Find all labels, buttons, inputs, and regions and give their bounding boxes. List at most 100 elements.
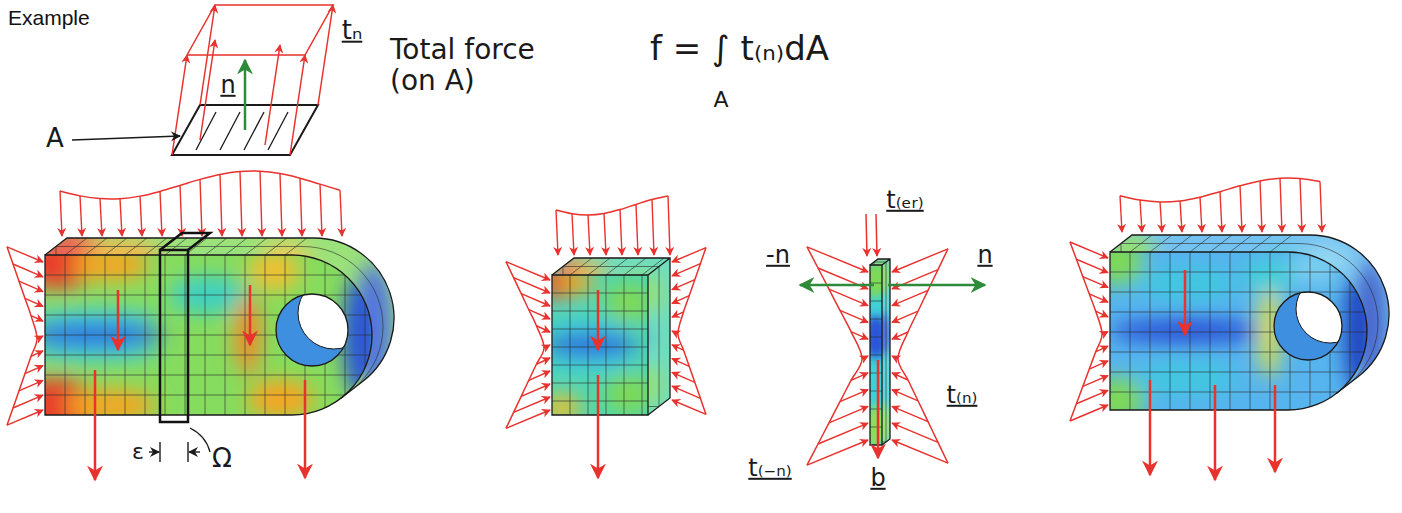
- surface-traction: [556, 196, 670, 255]
- mesh-line: [1170, 252, 1171, 410]
- outline: [1110, 252, 1367, 410]
- vector-label: b: [870, 465, 885, 491]
- vector-label: t₍ₑᵣ₎: [886, 187, 923, 213]
- traction-arrow: [1120, 196, 1122, 232]
- contour-patch: [864, 405, 888, 448]
- traction-arrow: [300, 178, 302, 236]
- traction-envelope: [678, 248, 706, 415]
- traction-arrow: [1096, 311, 1108, 317]
- traction-arrow: [620, 210, 622, 255]
- traction-arrow: [851, 332, 868, 340]
- vector-label: -n: [766, 242, 790, 268]
- traction-arrow: [672, 280, 695, 290]
- mesh-line: [1230, 252, 1231, 410]
- contour-patch: [248, 252, 300, 290]
- traction-arrow: [265, 45, 280, 145]
- traction-arrow: [829, 406, 868, 422]
- traction-arrow: [672, 400, 706, 414]
- traction-arrow: [1096, 346, 1108, 352]
- traction-arrow: [862, 356, 868, 359]
- surface-traction: [1120, 178, 1322, 232]
- traction-arrow: [1076, 390, 1108, 403]
- body-force-arrow: [1184, 270, 1187, 335]
- traction-arrow: [672, 359, 689, 367]
- traction-arrow: [31, 316, 43, 322]
- surface-traction: [807, 247, 868, 465]
- traction-arrow: [892, 373, 908, 380]
- hole-opening: [298, 277, 370, 349]
- body-force-arrow: [304, 380, 307, 478]
- body-force-arrow: [877, 360, 880, 458]
- outline: [552, 275, 648, 415]
- body-force: [95, 270, 1275, 480]
- traction-arrow: [1070, 405, 1108, 421]
- mesh-line: [870, 391, 882, 392]
- normal-arrow: [244, 60, 247, 130]
- traction-arrow: [320, 184, 322, 236]
- surface-traction: [892, 249, 948, 463]
- traction-arrow: [652, 199, 654, 255]
- traction-arrow: [140, 196, 142, 236]
- mesh-line: [45, 275, 372, 276]
- traction-arrow: [290, 55, 305, 155]
- traction-arrow: [180, 185, 182, 236]
- contour-patch: [1110, 318, 1264, 343]
- traction-arrow: [25, 366, 43, 374]
- surface-traction: [506, 262, 550, 429]
- traction-arrow: [892, 356, 898, 359]
- plane-sketch: [72, 5, 333, 155]
- vector-label: t₍₋ₙ₎: [748, 455, 791, 481]
- outline: [552, 258, 670, 415]
- traction-arrow: [1220, 192, 1222, 232]
- traction-arrow: [536, 326, 550, 332]
- traction-arrow: [1070, 242, 1108, 258]
- control-volume: [149, 233, 210, 462]
- mesh-line: [588, 275, 589, 415]
- traction-envelope: [898, 249, 948, 463]
- outline: [870, 265, 882, 445]
- body-force-arrow: [117, 290, 120, 350]
- traction-arrow: [892, 332, 908, 339]
- body-force-arrow: [597, 375, 600, 478]
- mesh-line: [552, 329, 648, 330]
- vector-label: n: [977, 242, 992, 268]
- mesh-line: [570, 275, 571, 415]
- mesh-line: [1250, 252, 1251, 410]
- traction-arrow: [1089, 294, 1108, 302]
- traction-arrow: [672, 264, 700, 276]
- traction-envelope: [556, 196, 668, 215]
- mesh-line: [1190, 252, 1191, 410]
- traction-arrow: [544, 345, 550, 348]
- mesh-line: [870, 283, 882, 284]
- body-force-arrow: [249, 285, 252, 345]
- traction-arrow: [7, 410, 43, 425]
- traction-arrow: [892, 423, 938, 442]
- traction-arrow: [1076, 259, 1108, 272]
- body-force-arrow: [1149, 380, 1152, 475]
- traction-envelope: [506, 262, 544, 429]
- traction-arrow: [521, 384, 550, 396]
- traction-arrow: [636, 204, 638, 255]
- contour-patch: [864, 261, 888, 297]
- hole: [276, 277, 370, 366]
- traction-arrow: [514, 397, 550, 412]
- mesh-line: [1130, 252, 1131, 410]
- contour-patch: [557, 271, 595, 293]
- hatch-line: [196, 112, 216, 150]
- mesh-line: [552, 293, 648, 294]
- traction-arrow: [672, 345, 684, 350]
- contour-field: [1092, 238, 1375, 424]
- traction-arrow: [588, 215, 590, 255]
- mesh-line: [1110, 272, 1367, 273]
- contour-patch: [71, 249, 149, 281]
